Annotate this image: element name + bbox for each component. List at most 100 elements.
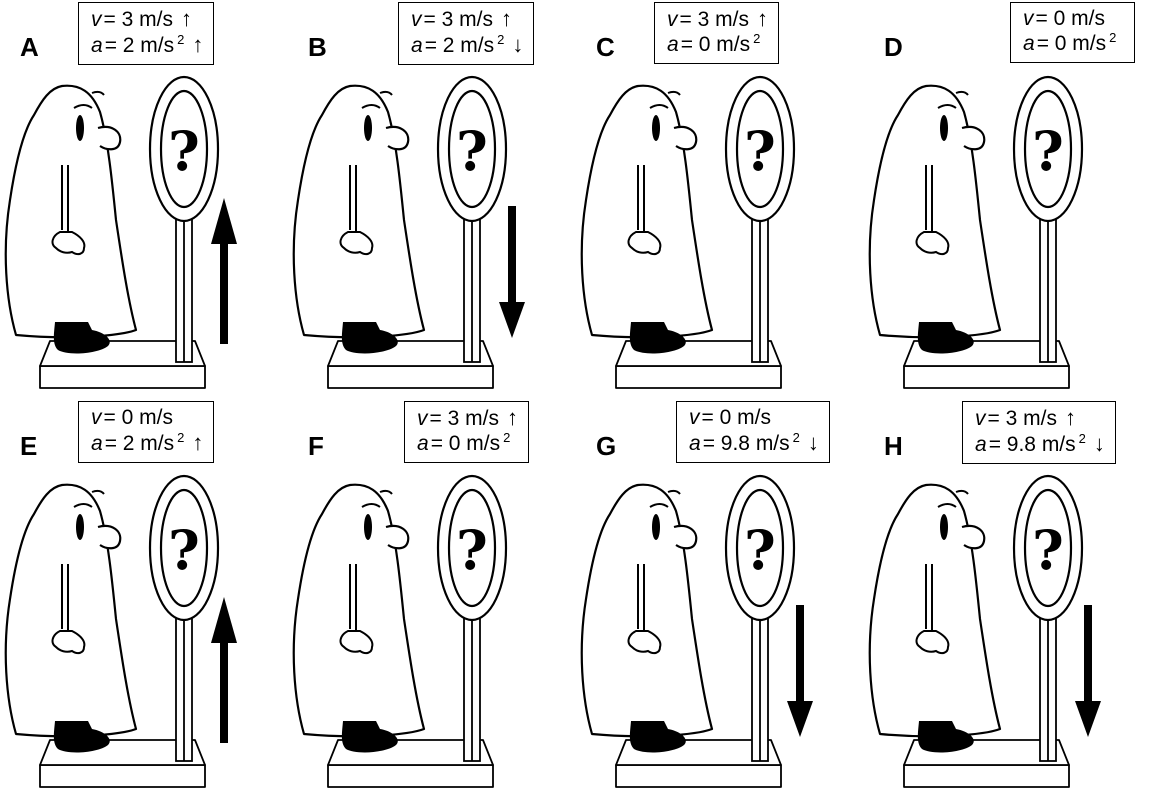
scale-panel-e: ? E [0, 399, 288, 798]
dial-question-mark: ? [168, 518, 200, 582]
person-figure-icon [4, 483, 138, 753]
dial-question-mark: ? [1032, 518, 1064, 582]
panel-letter: G [596, 431, 617, 461]
acceleration-exponent: 2 [1078, 431, 1086, 446]
dial-question-mark: ? [168, 119, 200, 183]
scale-post [751, 213, 769, 363]
arrow-head [787, 701, 813, 737]
acceleration-direction: ↑ [192, 32, 204, 57]
acceleration-exponent: 2 [503, 430, 511, 445]
panel-letter: C [596, 32, 615, 62]
scale-dial [1012, 75, 1084, 223]
acceleration-arrow-icon [787, 605, 813, 737]
scene-drawing: ? [4, 75, 237, 389]
person-figure-icon [868, 483, 1002, 753]
acceleration-symbol: a [91, 34, 103, 57]
velocity-row: v= 3 m/s↑ [667, 6, 768, 32]
person-figure-icon [580, 84, 714, 354]
velocity-row: v= 3 m/s ↑ [417, 405, 518, 431]
velocity-direction: ↑ [506, 405, 518, 430]
person-figure-icon [580, 483, 714, 753]
velocity-row: v= 0 m/s [1023, 6, 1124, 31]
scale-panel-b: ? B [288, 0, 576, 399]
acceleration-symbol: a [1023, 32, 1035, 55]
arrow-head [211, 597, 237, 643]
acceleration-value: = 9.8 m/s [988, 433, 1076, 456]
scene-drawing: ? [868, 75, 1084, 389]
panel-letter: E [20, 431, 38, 461]
scene-drawing: ? [580, 75, 796, 389]
scale-dial [1012, 474, 1084, 622]
velocity-direction: ↑ [500, 6, 512, 31]
scene-drawing: ? [868, 474, 1101, 788]
acceleration-direction: ↓ [512, 32, 524, 57]
scale-post [463, 612, 481, 762]
arrow-head [1075, 701, 1101, 737]
scale-platform [615, 739, 782, 788]
scale-post [175, 612, 193, 762]
acceleration-value: = 9.8 m/s [702, 432, 790, 455]
acceleration-symbol: a [411, 34, 423, 57]
acceleration-symbol: a [417, 432, 429, 455]
panel-letter: F [308, 431, 324, 461]
velocity-value: = 3 m/s [679, 8, 749, 31]
scale-panel-d: ? D [864, 0, 1152, 399]
scale-post [175, 213, 193, 363]
velocity-value: = 3 m/s [429, 407, 499, 430]
scene-drawing: ? [580, 474, 813, 788]
acceleration-arrow-icon [211, 597, 237, 743]
dial-question-mark: ? [744, 119, 776, 183]
acceleration-value: = 2 m/s [424, 34, 495, 57]
velocity-value: = 0 m/s [1035, 7, 1105, 30]
velocity-symbol: v [91, 8, 102, 31]
scale-panel-c: ? C [576, 0, 864, 399]
scale-dial [148, 474, 220, 622]
velocity-value: = 0 m/s [701, 406, 771, 429]
velocity-value: = 3 m/s [987, 407, 1057, 430]
acceleration-exponent: 2 [497, 32, 505, 47]
acceleration-symbol: a [689, 432, 701, 455]
scale-dial [724, 474, 796, 622]
velocity-symbol: v [667, 8, 678, 31]
velocity-row: v= 0 m/s [689, 405, 819, 430]
acceleration-direction: ↓ [807, 430, 819, 455]
scale-dial [436, 474, 508, 622]
scale-dial [724, 75, 796, 223]
scale-panel-h: ? H [864, 399, 1152, 798]
velocity-value: = 3 m/s [423, 8, 493, 31]
person-figure-icon [4, 84, 138, 354]
velocity-symbol: v [417, 407, 428, 430]
arrow-shaft [220, 232, 228, 344]
scale-panel-a: ? A [0, 0, 288, 399]
dial-question-mark: ? [744, 518, 776, 582]
arrow-shaft [508, 206, 516, 316]
acceleration-symbol: a [91, 432, 103, 455]
acceleration-arrow-icon [211, 198, 237, 344]
velocity-symbol: v [91, 406, 102, 429]
velocity-direction: ↑ [180, 6, 192, 31]
scale-post [1039, 213, 1057, 363]
person-figure-icon [292, 84, 426, 354]
scene-drawing: ? [292, 474, 508, 788]
scale-dial [436, 75, 508, 223]
acceleration-value: = 0 m/s [680, 33, 751, 56]
velocity-row: v= 3 m/s↑ [91, 6, 203, 32]
scale-panel-g: ? G [576, 399, 864, 798]
panel-letter: H [884, 431, 903, 461]
arrow-shaft [1084, 605, 1092, 715]
arrow-head [211, 198, 237, 244]
acceleration-exponent: 2 [792, 430, 800, 445]
acceleration-exponent: 2 [753, 31, 761, 46]
